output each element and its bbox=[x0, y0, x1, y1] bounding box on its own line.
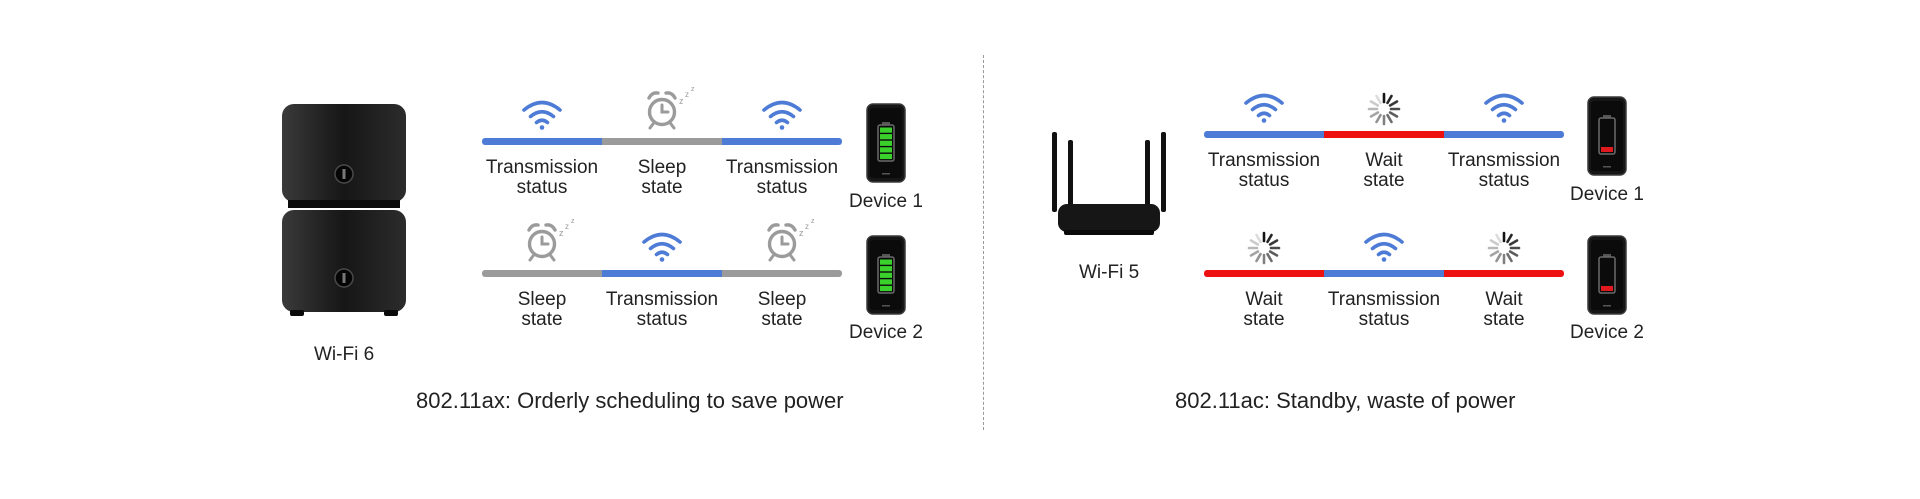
state-label-line2: status bbox=[1238, 170, 1290, 191]
state-label-line2: state bbox=[1483, 309, 1525, 330]
loading-spinner-icon bbox=[1366, 91, 1402, 132]
phone-battery-low-icon bbox=[1587, 235, 1627, 320]
state-label-line2: status bbox=[756, 177, 808, 198]
router-label-wifi6: Wi-Fi 6 bbox=[314, 344, 375, 365]
left-row1-bar-transmission bbox=[722, 138, 842, 145]
state-label-line2: state bbox=[641, 177, 683, 198]
right-row1-bar-transmission bbox=[1204, 131, 1324, 138]
svg-text:z: z bbox=[679, 96, 684, 106]
loading-spinner-icon bbox=[1486, 230, 1522, 271]
state-label-line2: status bbox=[516, 177, 568, 198]
svg-text:z: z bbox=[691, 86, 695, 93]
right-row1-bar-wait bbox=[1324, 131, 1444, 138]
right-row2-bar-wait bbox=[1444, 270, 1564, 277]
state-label-line2: state bbox=[761, 309, 803, 330]
wifi-icon bbox=[1363, 230, 1405, 267]
phone-battery-low-icon bbox=[1587, 96, 1627, 181]
state-label-line1: Transmission bbox=[725, 157, 839, 178]
state-label-line1: Sleep bbox=[757, 289, 807, 310]
state-label-line1: Wait bbox=[1365, 150, 1403, 171]
state-label-line2: status bbox=[1478, 170, 1530, 191]
state-label-line2: state bbox=[521, 309, 563, 330]
svg-text:z: z bbox=[571, 218, 575, 225]
state-label-line1: Transmission bbox=[1447, 150, 1561, 171]
left-row2-bar-sleep bbox=[482, 270, 602, 277]
state-label-line2: status bbox=[1358, 309, 1410, 330]
state-label-line1: Wait bbox=[1245, 289, 1283, 310]
wifi-icon bbox=[761, 98, 803, 135]
wifi-icon bbox=[641, 230, 683, 267]
svg-text:z: z bbox=[805, 222, 809, 231]
state-label-line2: state bbox=[1363, 170, 1405, 191]
state-label-line1: Transmission bbox=[485, 157, 599, 178]
right-row2-bar-transmission bbox=[1324, 270, 1444, 277]
left-row2-bar-transmission bbox=[602, 270, 722, 277]
left-row1-bar-transmission bbox=[482, 138, 602, 145]
wifi-icon bbox=[1483, 91, 1525, 128]
device-label: Device 2 bbox=[1570, 322, 1644, 343]
svg-text:z: z bbox=[811, 218, 815, 225]
wifi-icon bbox=[1243, 91, 1285, 128]
state-label-line1: Wait bbox=[1485, 289, 1523, 310]
state-label-line1: Transmission bbox=[1207, 150, 1321, 171]
state-label-line2: status bbox=[636, 309, 688, 330]
svg-text:z: z bbox=[565, 222, 569, 231]
state-label-line2: state bbox=[1243, 309, 1285, 330]
right-row2-bar-wait bbox=[1204, 270, 1324, 277]
svg-text:z: z bbox=[685, 90, 689, 99]
wifi5-router-icon bbox=[1052, 132, 1166, 235]
wifi6-mesh-router-icon bbox=[282, 104, 406, 316]
svg-text:z: z bbox=[559, 228, 564, 238]
left-row1-bar-sleep bbox=[602, 138, 722, 145]
phone-battery-full-icon bbox=[866, 103, 906, 188]
state-label-line1: Sleep bbox=[637, 157, 687, 178]
device-label: Device 2 bbox=[849, 322, 923, 343]
phone-battery-full-icon bbox=[866, 235, 906, 320]
caption-802-11ac: 802.11ac: Standby, waste of power bbox=[1175, 388, 1516, 413]
state-label-line1: Transmission bbox=[1327, 289, 1441, 310]
left-row2-bar-sleep bbox=[722, 270, 842, 277]
right-row1-bar-transmission bbox=[1444, 131, 1564, 138]
state-label-line1: Sleep bbox=[517, 289, 567, 310]
router-label-wifi5: Wi-Fi 5 bbox=[1079, 262, 1140, 283]
device-label: Device 1 bbox=[849, 191, 923, 212]
panel-divider bbox=[983, 55, 984, 430]
loading-spinner-icon bbox=[1246, 230, 1282, 271]
caption-802-11ax: 802.11ax: Orderly scheduling to save pow… bbox=[416, 388, 844, 413]
svg-text:z: z bbox=[799, 228, 804, 238]
state-label-line1: Transmission bbox=[605, 289, 719, 310]
device-label: Device 1 bbox=[1570, 184, 1644, 205]
wifi-icon bbox=[521, 98, 563, 135]
